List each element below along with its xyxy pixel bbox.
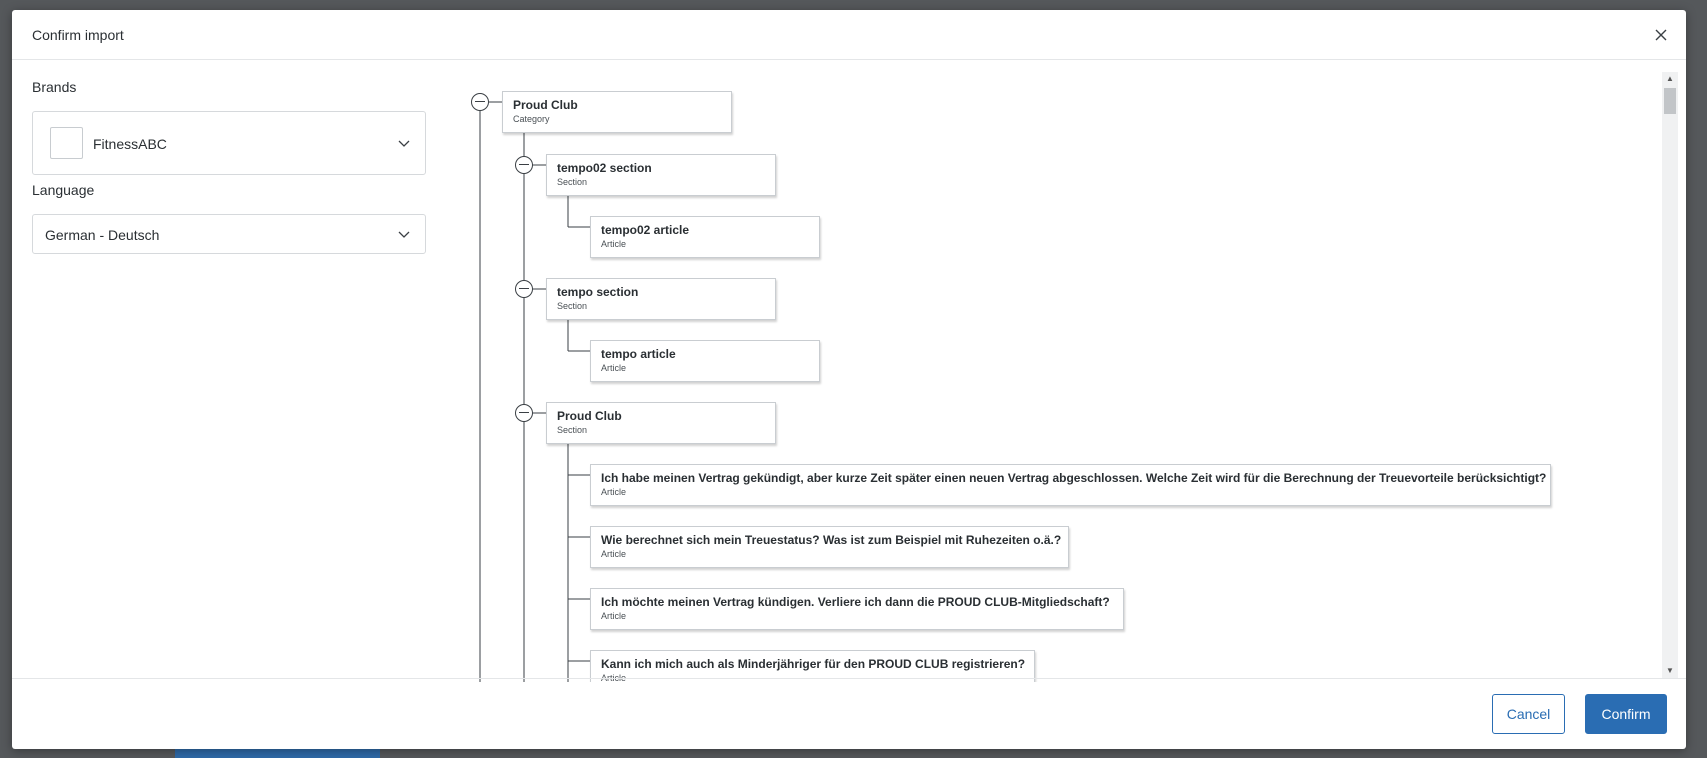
node-type: Article [601,363,627,373]
node-title: tempo02 article [601,223,690,237]
close-icon [1655,29,1667,41]
tree-node-section[interactable]: Proud Club Section [546,402,776,444]
confirm-button[interactable]: Confirm [1585,694,1667,734]
background-button [175,748,380,758]
chevron-down-icon [398,140,410,147]
node-title: Ich möchte meinen Vertrag kündigen. Verl… [601,595,1110,609]
cancel-button[interactable]: Cancel [1492,694,1565,734]
tree-node-article[interactable]: Ich möchte meinen Vertrag kündigen. Verl… [590,588,1124,630]
tree-node-section[interactable]: tempo section Section [546,278,776,320]
collapse-toggle-icon[interactable] [515,280,533,298]
node-type: Section [557,425,588,435]
dialog-footer: Cancel Confirm [12,678,1686,749]
node-title: Proud Club [557,409,622,423]
node-title: tempo02 section [557,161,652,175]
node-title: tempo article [601,347,676,361]
dialog-header: Confirm import [12,10,1686,60]
tree-node-article[interactable]: tempo article Article [590,340,820,382]
tree-node-article[interactable]: Kann ich mich auch als Minderjähriger fü… [590,650,1035,682]
tree-scrollbar[interactable]: ▲ ▼ [1662,72,1678,678]
tree-node-article[interactable]: tempo02 article Article [590,216,820,258]
confirm-import-dialog: Confirm import Brands FitnessABC Languag… [12,10,1686,749]
tree-node-article[interactable]: Wie berechnet sich mein Treuestatus? Was… [590,526,1069,568]
node-title: Wie berechnet sich mein Treuestatus? Was… [601,533,1062,547]
node-type: Article [601,239,627,249]
close-button[interactable] [1650,24,1672,46]
scroll-thumb[interactable] [1664,88,1676,114]
collapse-toggle-icon[interactable] [471,93,489,111]
language-select[interactable]: German - Deutsch [32,214,426,254]
scroll-down-arrow-icon[interactable]: ▼ [1666,666,1674,675]
node-title: Proud Club [513,98,578,112]
import-tree: Proud Club Category tempo02 section Sect… [452,72,1664,682]
node-type: Article [601,487,627,497]
scroll-up-arrow-icon[interactable]: ▲ [1666,74,1674,83]
dialog-title: Confirm import [32,27,124,43]
language-label: Language [32,182,95,198]
tree-node-section[interactable]: tempo02 section Section [546,154,776,196]
node-title: tempo section [557,285,639,299]
collapse-toggle-icon[interactable] [515,404,533,422]
node-type: Category [513,114,550,124]
node-title: Ich habe meinen Vertrag gekündigt, aber … [601,471,1547,485]
brand-select[interactable]: FitnessABC [32,111,426,175]
brand-selected-value: FitnessABC [93,136,167,152]
brands-label: Brands [32,79,77,95]
tree-node-category[interactable]: Proud Club Category [502,91,732,133]
language-selected-value: German - Deutsch [45,227,160,243]
node-type: Section [557,301,588,311]
node-title: Kann ich mich auch als Minderjähriger fü… [601,657,1026,671]
node-type: Article [601,673,627,682]
brand-logo [50,127,83,159]
collapse-toggle-icon[interactable] [515,156,533,174]
tree-node-article[interactable]: Ich habe meinen Vertrag gekündigt, aber … [590,464,1551,506]
node-type: Section [557,177,588,187]
node-type: Article [601,611,627,621]
node-type: Article [601,549,627,559]
chevron-down-icon [398,231,410,238]
